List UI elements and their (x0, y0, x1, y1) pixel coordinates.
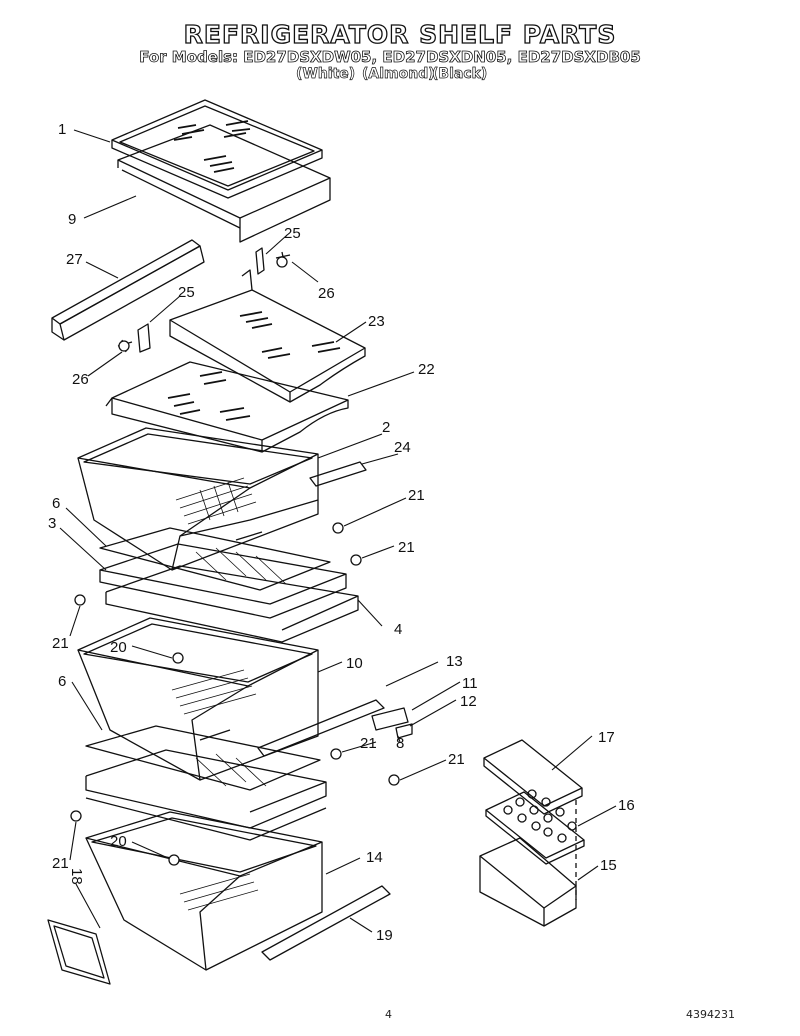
part-covers-3-4-6 (99, 527, 359, 643)
svg-text:12: 12 (460, 693, 477, 710)
color-black: (Black) (432, 66, 488, 83)
svg-text:9: 9 (68, 211, 76, 228)
svg-text:3: 3 (48, 515, 56, 532)
svg-text:26: 26 (318, 285, 335, 302)
svg-text:25: 25 (178, 284, 195, 301)
part-shelf-22 (105, 361, 349, 453)
svg-text:21: 21 (408, 487, 425, 504)
svg-text:6: 6 (52, 495, 60, 512)
color-white: (White) (296, 66, 356, 83)
svg-text:2: 2 (382, 419, 390, 436)
svg-text:20: 20 (110, 833, 127, 850)
svg-text:21: 21 (52, 855, 69, 872)
part-crisper-10 (77, 617, 319, 781)
svg-text:21: 21 (360, 735, 377, 752)
svg-text:15: 15 (600, 857, 617, 874)
part-drawer-14 (85, 811, 323, 971)
part-label-18 (47, 919, 111, 985)
svg-text:8: 8 (396, 735, 404, 752)
leader-lines (59, 129, 617, 933)
part-rail-13 (257, 699, 413, 757)
svg-text:22: 22 (418, 361, 435, 378)
fastener-knobs (70, 256, 400, 866)
svg-text:25: 25 (284, 225, 301, 242)
svg-text:21: 21 (398, 539, 415, 556)
svg-text:14: 14 (366, 849, 383, 866)
svg-text:4: 4 (394, 621, 402, 638)
part-rod-19 (261, 885, 391, 961)
svg-text:27: 27 (66, 251, 83, 268)
part-crisper-2 (77, 427, 319, 571)
svg-text:6: 6 (58, 673, 66, 690)
part-shelf-1 (111, 99, 331, 243)
svg-text:26: 26 (72, 371, 89, 388)
page-number: 4 (385, 1008, 392, 1021)
svg-text:21: 21 (448, 751, 465, 768)
part-rail-27 (51, 239, 205, 341)
part-shelf-23 (169, 269, 366, 403)
document-number: 4394231 (686, 1008, 735, 1021)
svg-text:24: 24 (394, 439, 411, 456)
part-rail-24 (235, 461, 367, 541)
page-title: REFRIGERATOR SHELF PARTS (183, 19, 617, 49)
svg-text:17: 17 (598, 729, 615, 746)
part-egg-bin (479, 739, 585, 927)
svg-text:1: 1 (58, 121, 66, 138)
svg-text:10: 10 (346, 655, 363, 672)
color-almond: (Almond) (362, 66, 435, 83)
svg-text:23: 23 (368, 313, 385, 330)
svg-text:16: 16 (618, 797, 635, 814)
model-numbers: For Models: ED27DSXDW05, ED27DSXDN05, ED… (139, 48, 641, 67)
svg-text:21: 21 (52, 635, 69, 652)
svg-text:13: 13 (446, 653, 463, 670)
part-cover-lower (85, 725, 327, 841)
part-brackets-25-26 (117, 247, 291, 353)
callout-labels: 1 9 27 25 26 25 26 23 22 2 24 21 6 3 21 … (48, 121, 635, 944)
svg-text:18: 18 (68, 868, 85, 885)
svg-text:11: 11 (462, 675, 478, 692)
svg-text:20: 20 (110, 639, 127, 656)
svg-text:19: 19 (376, 927, 393, 944)
